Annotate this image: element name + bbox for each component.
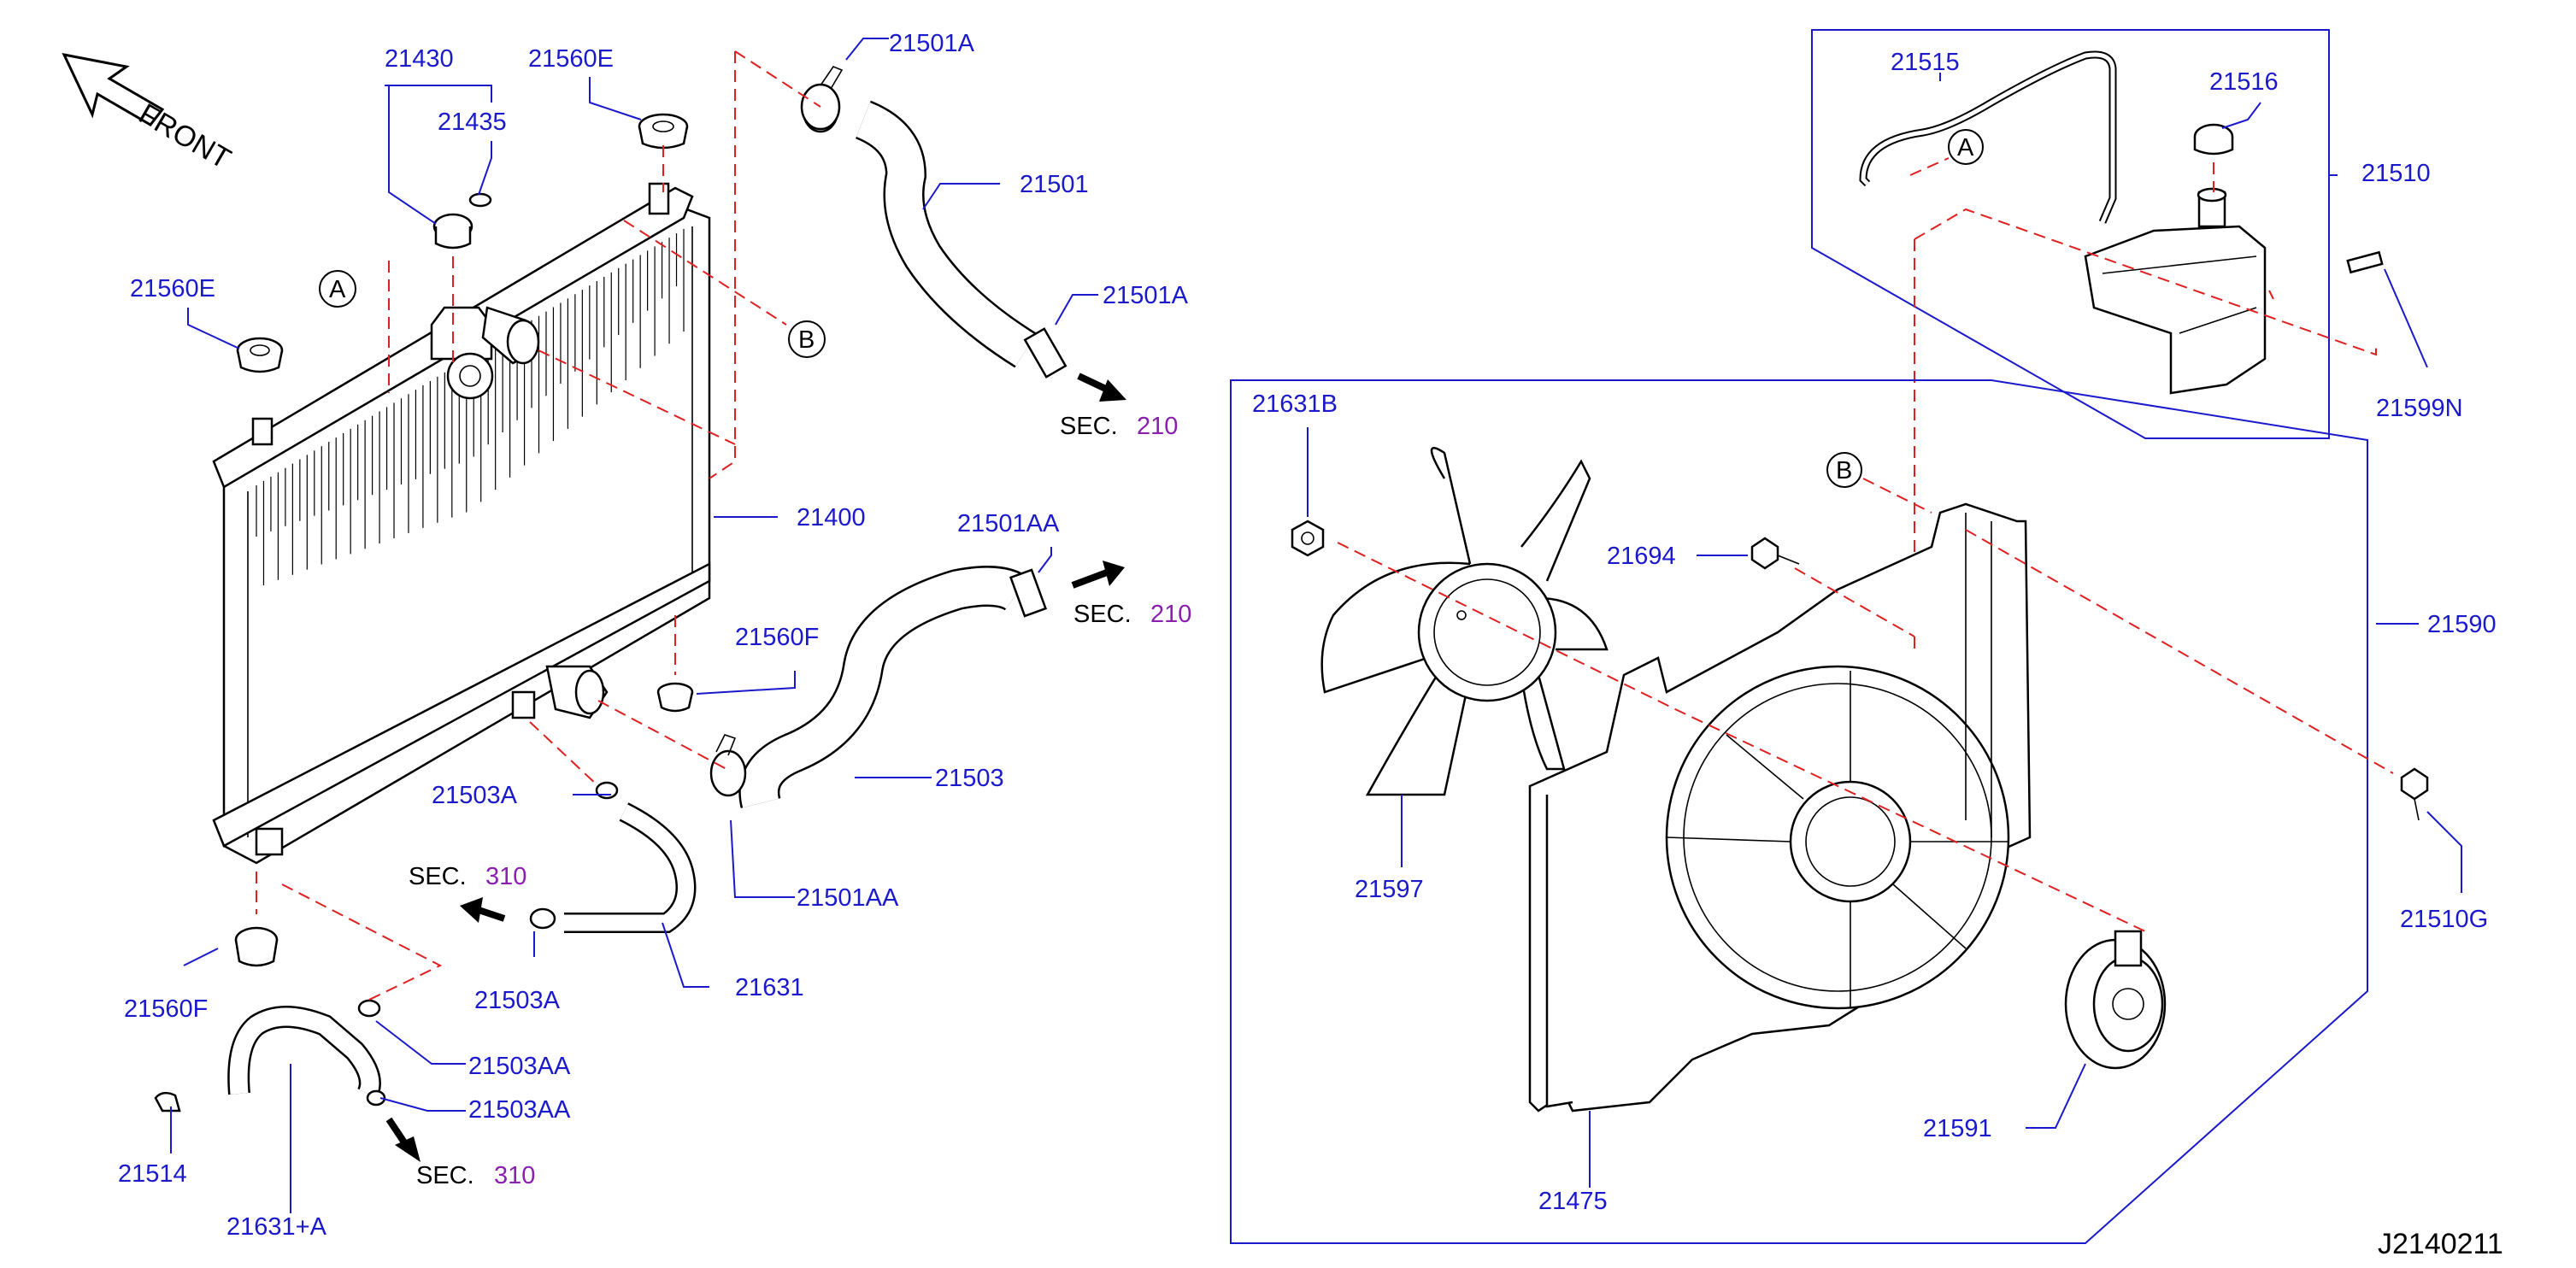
section-ref-310a: SEC. 310 (409, 863, 526, 890)
sec-210b-number: 210 (1150, 601, 1191, 628)
label-21501: 21501 (1020, 171, 1089, 198)
section-ref-210b: SEC. 210 (1073, 601, 1191, 628)
sec-310b-prefix: SEC. (416, 1162, 474, 1189)
label-21590: 21590 (2427, 611, 2497, 638)
label-21501aa-lower: 21501AA (797, 884, 899, 912)
label-21631: 21631 (735, 974, 804, 1001)
fan-assembly-frame (1230, 379, 2368, 1244)
label-21435: 21435 (438, 109, 507, 136)
section-arrow-210b (1071, 569, 1109, 589)
dashed-guides-left (256, 50, 821, 1001)
cap-seal (468, 192, 492, 208)
label-21503: 21503 (935, 765, 1004, 792)
label-21631b: 21631B (1252, 390, 1338, 418)
sec-210a-number: 210 (1137, 413, 1178, 440)
sec-210a-prefix: SEC. (1060, 413, 1118, 440)
label-21400: 21400 (797, 504, 866, 531)
label-21501a-top: 21501A (889, 30, 975, 57)
callout-b-left (788, 320, 826, 358)
label-21503aa-1: 21503AA (468, 1053, 571, 1080)
callout-b-right-label: B (1836, 457, 1852, 484)
callout-a-right-label: A (1957, 134, 1974, 161)
label-21503a-upper: 21503A (432, 782, 518, 809)
label-21694: 21694 (1607, 543, 1676, 570)
label-21514: 21514 (118, 1160, 187, 1188)
label-21430: 21430 (385, 45, 454, 73)
label-21503a-lower: 21503A (474, 987, 561, 1014)
label-21597: 21597 (1355, 876, 1424, 903)
hose-clamp-lower (709, 734, 747, 797)
reservoir-frame (1811, 29, 2330, 439)
radiator-fins (256, 229, 685, 585)
label-21560e-left: 21560E (130, 275, 215, 302)
front-label: FRONT (133, 97, 236, 175)
bypass-hose (154, 999, 386, 1112)
diagram-code: J2140211 (2378, 1228, 2503, 1260)
label-21516: 21516 (2209, 68, 2279, 96)
dashed-guides-fan (1337, 478, 2394, 932)
fan-motor (2064, 930, 2167, 1070)
callout-a-left-label: A (329, 276, 346, 303)
label-21501aa-top: 21501AA (957, 510, 1060, 537)
section-arrow-310b (385, 1117, 409, 1148)
section-ref-210a: SEC. 210 (1060, 413, 1178, 440)
label-sticker (2346, 250, 2384, 274)
mount-grommet-upper-right (638, 113, 689, 150)
reservoir-bolt (2400, 767, 2429, 821)
label-21475: 21475 (1538, 1188, 1608, 1215)
label-21631a: 21631+A (226, 1213, 327, 1241)
section-ref-310b: SEC. 310 (416, 1162, 535, 1189)
sec-310a-prefix: SEC. (409, 863, 467, 890)
label-21560e-top: 21560E (528, 45, 614, 73)
label-21510: 21510 (2361, 160, 2431, 187)
section-arrowhead-210a (1099, 379, 1126, 402)
mount-grommet-upper-left (236, 337, 284, 373)
section-arrowhead-310b (395, 1136, 421, 1162)
label-21501a-right: 21501A (1103, 282, 1189, 309)
label-21560f-left: 21560F (124, 995, 208, 1023)
label-21560f-right: 21560F (735, 624, 819, 651)
reservoir-cap (2193, 123, 2234, 156)
label-21515: 21515 (1891, 49, 1960, 76)
reservoir-hose (529, 781, 697, 933)
section-arrowhead-210b (1103, 561, 1125, 586)
mount-grommet-lower-left (234, 926, 279, 967)
fan-nut (1291, 520, 1325, 557)
shroud-bolt (1750, 537, 1800, 570)
lower-radiator-hose (738, 566, 1048, 808)
leaders-reservoir (1939, 73, 2428, 368)
reservoir-tank (2084, 187, 2267, 395)
sec-210b-prefix: SEC. (1073, 601, 1132, 628)
label-21510g: 21510G (2400, 906, 2488, 933)
callout-b-left-label: B (798, 326, 815, 354)
section-arrow-310a (477, 907, 506, 922)
callout-a-left (319, 270, 356, 308)
upper-radiator-hose (802, 89, 1067, 379)
label-21503aa-2: 21503AA (468, 1096, 571, 1124)
front-orientation-arrow: FRONT (62, 52, 236, 175)
overflow-tube-inner (1861, 52, 2115, 223)
callout-a-right (1948, 129, 1984, 165)
radiator-core (212, 182, 711, 865)
radiator-cap (432, 213, 473, 249)
section-arrowhead-310a (460, 897, 483, 923)
cooling-fan (1320, 447, 1609, 796)
sec-310b-number: 310 (494, 1162, 535, 1189)
leaders-fan (1307, 427, 2462, 1188)
label-21591: 21591 (1923, 1115, 1992, 1142)
callout-b-right (1826, 452, 1862, 488)
sec-310a-number: 310 (485, 863, 526, 890)
mount-grommet-lower-right (656, 682, 694, 713)
leaders-left (170, 38, 1098, 1213)
fan-shroud (1528, 502, 2032, 1112)
label-21599n: 21599N (2376, 395, 2463, 422)
